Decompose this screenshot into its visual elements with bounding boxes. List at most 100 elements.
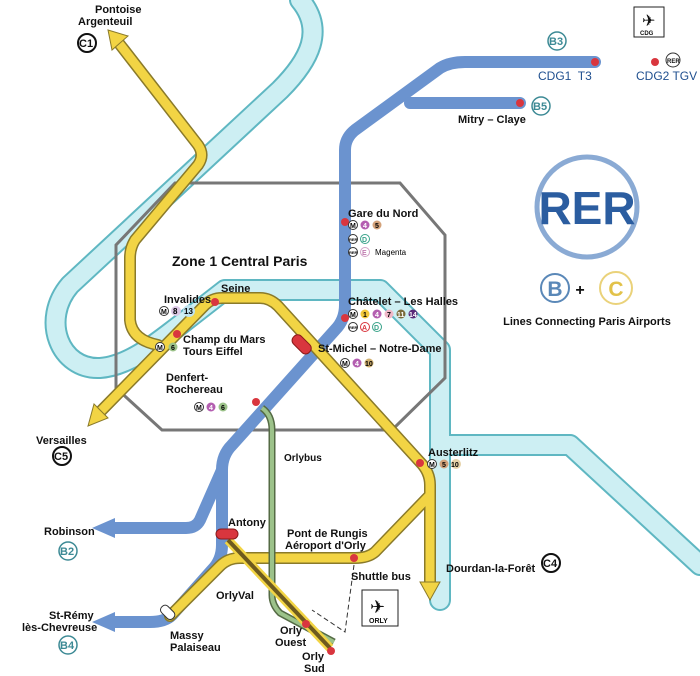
- label-orly-ouest-1: Orly: [280, 625, 303, 637]
- badge-b3: B3: [549, 36, 563, 48]
- badge-b5: B5: [533, 101, 547, 113]
- svg-text:8: 8: [173, 307, 178, 316]
- svg-text:Magenta: Magenta: [375, 248, 407, 257]
- station-orly-sud[interactable]: [327, 647, 335, 655]
- svg-text:4: 4: [355, 361, 359, 368]
- orly-airport-icon[interactable]: ✈ ORLY: [361, 589, 399, 627]
- svg-text:13: 13: [184, 307, 193, 316]
- station-cdg1[interactable]: [591, 58, 599, 66]
- label-champ-de-mars: Champ du Mars: [183, 334, 266, 346]
- denfert-connections: M 4 6: [194, 402, 228, 412]
- label-chatelet: Châtelet – Les Halles: [348, 296, 458, 308]
- label-tour-eiffel: Tours Eiffel: [183, 346, 243, 358]
- station-dots: [173, 58, 659, 655]
- svg-text:+: +: [575, 282, 584, 299]
- svg-text:C: C: [608, 278, 623, 301]
- label-antony: Antony: [228, 517, 267, 529]
- badge-c1: C1: [79, 38, 93, 50]
- label-denfert: Denfert-: [166, 372, 209, 384]
- shuttle-bus-route[interactable]: [311, 564, 355, 633]
- label-palaiseau: Palaiseau: [170, 642, 221, 654]
- label-st-remy: St-Rémy: [49, 610, 95, 622]
- svg-text:11: 11: [397, 312, 405, 319]
- svg-text:14: 14: [409, 312, 417, 319]
- rer-badge-cdg2: RER: [667, 59, 680, 65]
- label-versailles: Versailles: [36, 435, 87, 447]
- svg-text:10: 10: [451, 462, 459, 469]
- lines-b-c-legend: B + C Lines Connecting Paris Airports: [503, 271, 671, 328]
- badge-b2: B2: [60, 546, 74, 558]
- svg-text:A: A: [362, 325, 367, 332]
- label-rochereau: Rochereau: [166, 384, 223, 396]
- svg-text:CDG: CDG: [640, 31, 654, 37]
- badge-c5: C5: [54, 451, 68, 463]
- svg-text:M: M: [196, 405, 202, 412]
- station-denfert[interactable]: [252, 398, 260, 406]
- label-austerlitz: Austerlitz: [428, 447, 479, 459]
- svg-text:7: 7: [387, 312, 391, 319]
- label-les-chevreuse: lès-Chevreuse: [22, 622, 97, 634]
- st-michel-connections: M 4 10: [340, 358, 374, 368]
- label-pontoise: Pontoise: [95, 4, 141, 16]
- svg-text:4: 4: [209, 405, 213, 412]
- svg-text:RER: RER: [349, 237, 358, 242]
- svg-text:6: 6: [221, 405, 225, 412]
- svg-text:RER: RER: [349, 325, 358, 330]
- legend-caption: Lines Connecting Paris Airports: [503, 316, 671, 328]
- label-robinson: Robinson: [44, 526, 95, 538]
- label-argenteuil: Argenteuil: [78, 16, 132, 28]
- label-orly-ouest-2: Ouest: [275, 637, 307, 649]
- station-champ-de-mars[interactable]: [173, 330, 181, 338]
- zone-1-title: Zone 1 Central Paris: [172, 253, 308, 269]
- station-pont-de-rungis[interactable]: [350, 554, 358, 562]
- label-orly-sud-1: Orly: [302, 651, 325, 663]
- station-invalides[interactable]: [211, 298, 219, 306]
- station-orly-ouest[interactable]: [302, 620, 310, 628]
- label-mitry-claye: Mitry – Claye: [458, 114, 526, 126]
- svg-text:D: D: [374, 325, 379, 332]
- svg-text:D: D: [362, 237, 367, 244]
- svg-text:M: M: [342, 361, 348, 368]
- rer-c1-arrow: [107, 29, 130, 51]
- svg-text:M: M: [429, 462, 435, 469]
- chatelet-connections: M 1 4 7 11 14 RER A D: [348, 309, 418, 332]
- label-invalides: Invalides: [164, 294, 211, 306]
- svg-text:M: M: [161, 309, 167, 316]
- station-austerlitz[interactable]: [416, 459, 424, 467]
- station-antony[interactable]: [215, 528, 239, 540]
- seine-label: Seine: [221, 283, 250, 295]
- svg-text:E: E: [362, 250, 367, 257]
- rer-c5-arrow: [87, 403, 109, 427]
- rer-b4-arrow: [92, 612, 115, 632]
- svg-text:B: B: [547, 278, 562, 301]
- station-gare-du-nord[interactable]: [341, 218, 349, 226]
- svg-text:5: 5: [375, 223, 379, 230]
- label-cdg2-tgv: CDG2 TGV: [636, 69, 697, 83]
- champ-de-mars-connections: M 6: [155, 342, 178, 352]
- station-massy[interactable]: [159, 604, 177, 622]
- station-chatelet[interactable]: [341, 314, 349, 322]
- rer-c4-arrow: [419, 581, 441, 602]
- label-orlyval: OrlyVal: [216, 590, 254, 602]
- svg-text:M: M: [350, 223, 356, 230]
- label-gare-du-nord: Gare du Nord: [348, 208, 418, 220]
- station-cdg2[interactable]: [651, 58, 659, 66]
- svg-text:M: M: [157, 345, 163, 352]
- svg-text:4: 4: [363, 223, 367, 230]
- label-st-michel: St-Michel – Notre-Dame: [318, 343, 441, 355]
- label-massy: Massy: [170, 630, 205, 642]
- station-st-michel[interactable]: [290, 333, 313, 356]
- austerlitz-connections: M 5 10: [427, 459, 461, 469]
- svg-text:✈: ✈: [642, 13, 655, 30]
- svg-text:10: 10: [365, 361, 373, 368]
- label-aeroport-orly: Aéroport d'Orly: [285, 540, 367, 552]
- gare-du-nord-connections: M 4 5 RER D RER E Magenta: [348, 220, 407, 257]
- svg-text:4: 4: [375, 312, 379, 319]
- station-mitry[interactable]: [516, 99, 524, 107]
- svg-text:RER: RER: [349, 250, 358, 255]
- cdg-airport-icon[interactable]: ✈ CDG: [633, 6, 665, 38]
- svg-text:1: 1: [363, 312, 367, 319]
- rer-logo: RER: [534, 154, 640, 260]
- svg-text:RER: RER: [538, 182, 635, 234]
- badge-b4: B4: [60, 640, 75, 652]
